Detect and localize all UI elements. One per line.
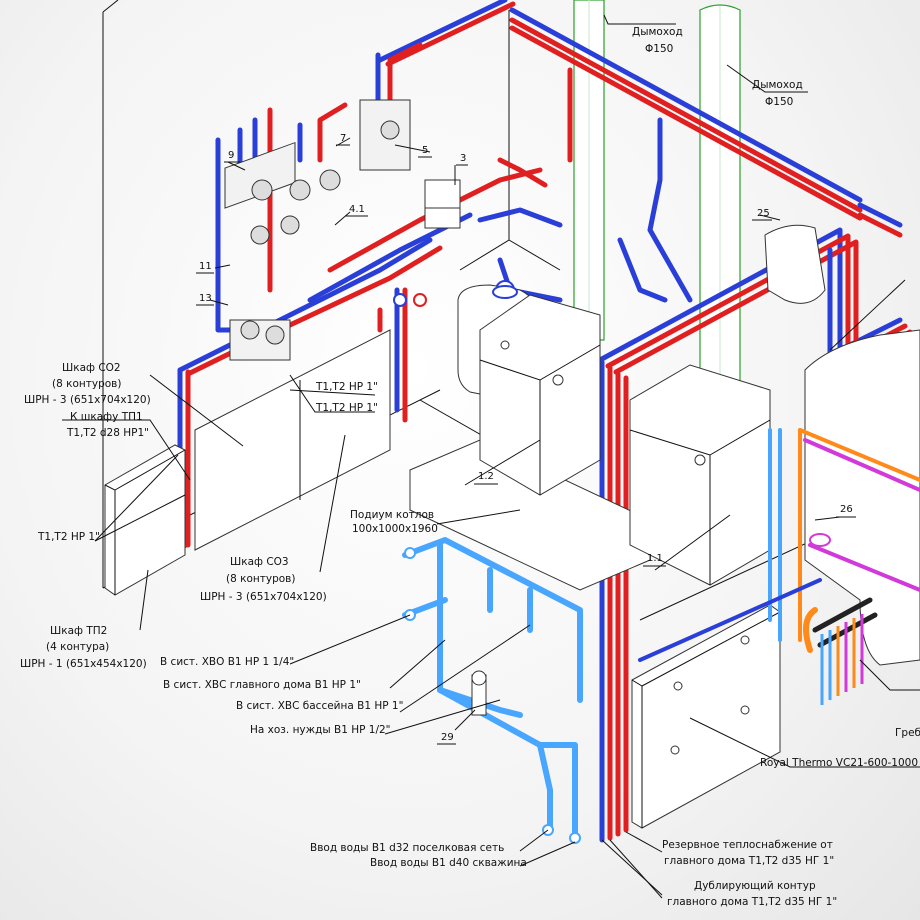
tank-25 xyxy=(764,224,826,304)
callout-underlines xyxy=(196,144,856,745)
t1t2-label-b: Т1,Т2 НР 1" xyxy=(315,402,378,414)
callout-26: 26 xyxy=(840,504,853,515)
to-cabinet-tp1-pipe: Т1,Т2 d28 НР1" xyxy=(66,427,149,439)
dup-circuit-2: главного дома Т1,Т2 d35 НГ 1" xyxy=(667,896,837,908)
xvs-pool-label: В сист. ХВС бассейна В1 НР 1" xyxy=(236,700,403,712)
podium-title: Подиум котлов xyxy=(350,509,434,521)
dup-circuit-1: Дублирующий контур xyxy=(694,880,816,892)
callout-29: 29 xyxy=(441,732,454,743)
callout-1-2: 1.2 xyxy=(478,471,494,482)
cabinet-co3-model: ШРН - 3 (651х704х120) xyxy=(200,591,327,603)
household-label: На хоз. нужды В1 НР 1/2" xyxy=(250,724,391,736)
callout-13: 13 xyxy=(199,293,212,304)
callout-numbers: 9 7 5 3 4.1 11 13 25 1.2 1.1 26 29 xyxy=(199,133,853,743)
boiler-1-1 xyxy=(629,364,771,586)
xvs-main-label: В сист. ХВС главного дома В1 НР 1" xyxy=(163,679,361,691)
cabinet-co2-circuits: (8 контуров) xyxy=(52,378,121,390)
underfloor-lines xyxy=(638,428,920,662)
boiler-royal-thermo xyxy=(631,604,781,829)
water-inlet-2: Ввод воды В1 d40 скважина xyxy=(370,857,527,869)
labels: Дымоход Φ150 Дымоход Φ150 Шкаф СО2 (8 ко… xyxy=(20,26,920,908)
cabinet-tp2 xyxy=(104,444,186,596)
callout-4-1: 4.1 xyxy=(349,204,365,215)
manifold-units xyxy=(224,99,515,361)
leader-lines xyxy=(62,14,920,899)
cold-water-pipes xyxy=(402,537,583,844)
backup-heat-1: Резервное теплоснабжение от xyxy=(662,839,833,851)
chimney-1-label: Дымоход xyxy=(632,26,683,38)
callout-9: 9 xyxy=(228,150,234,161)
boiler-model-label: Royal Thermo VC21-600-1000 xyxy=(760,757,918,769)
chimney-right xyxy=(699,4,741,396)
cabinet-tp2-title: Шкаф ТП2 xyxy=(50,625,107,637)
cabinet-co2-co3 xyxy=(194,329,391,551)
cabinet-co2-title: Шкаф СО2 xyxy=(62,362,121,374)
xvo-label: В сист. ХВО В1 НР 1 1/4" xyxy=(160,656,294,668)
callout-11: 11 xyxy=(199,261,212,272)
callout-5: 5 xyxy=(422,145,428,156)
cabinet-co3-circuits: (8 контуров) xyxy=(226,573,295,585)
cropped-right-label: Греб xyxy=(895,727,920,739)
t1t2-left-label: Т1,Т2 НР 1" xyxy=(37,531,100,543)
cabinet-co3-title: Шкаф СО3 xyxy=(230,556,289,568)
cabinet-tp2-model: ШРН - 1 (651х454х120) xyxy=(20,658,147,670)
callout-25: 25 xyxy=(757,208,770,219)
t1t2-label-a: Т1,Т2 НР 1" xyxy=(315,381,378,393)
callout-3: 3 xyxy=(460,153,466,164)
chimney-2-size: Φ150 xyxy=(765,96,793,108)
podium-size: 100х1000х1960 xyxy=(352,523,438,535)
backup-heat-2: главного дома Т1,Т2 d35 НГ 1" xyxy=(664,855,834,867)
chimney-1-size: Φ150 xyxy=(645,43,673,55)
cabinet-tp2-circuits: (4 контура) xyxy=(46,641,109,653)
cabinet-co2-model: ШРН - 3 (651х704х120) xyxy=(24,394,151,406)
boiler-1-2 xyxy=(479,294,601,496)
floor-manifold-right xyxy=(809,533,878,705)
chimney-2-label: Дымоход xyxy=(752,79,803,91)
to-cabinet-tp1: К шкафу ТП1 xyxy=(70,411,143,423)
water-inlet-1: Ввод воды В1 d32 поселковая сеть xyxy=(310,842,504,854)
ceiling-pipe-bundle xyxy=(377,0,903,238)
callout-7: 7 xyxy=(340,133,346,144)
callout-1-1: 1.1 xyxy=(647,553,663,564)
